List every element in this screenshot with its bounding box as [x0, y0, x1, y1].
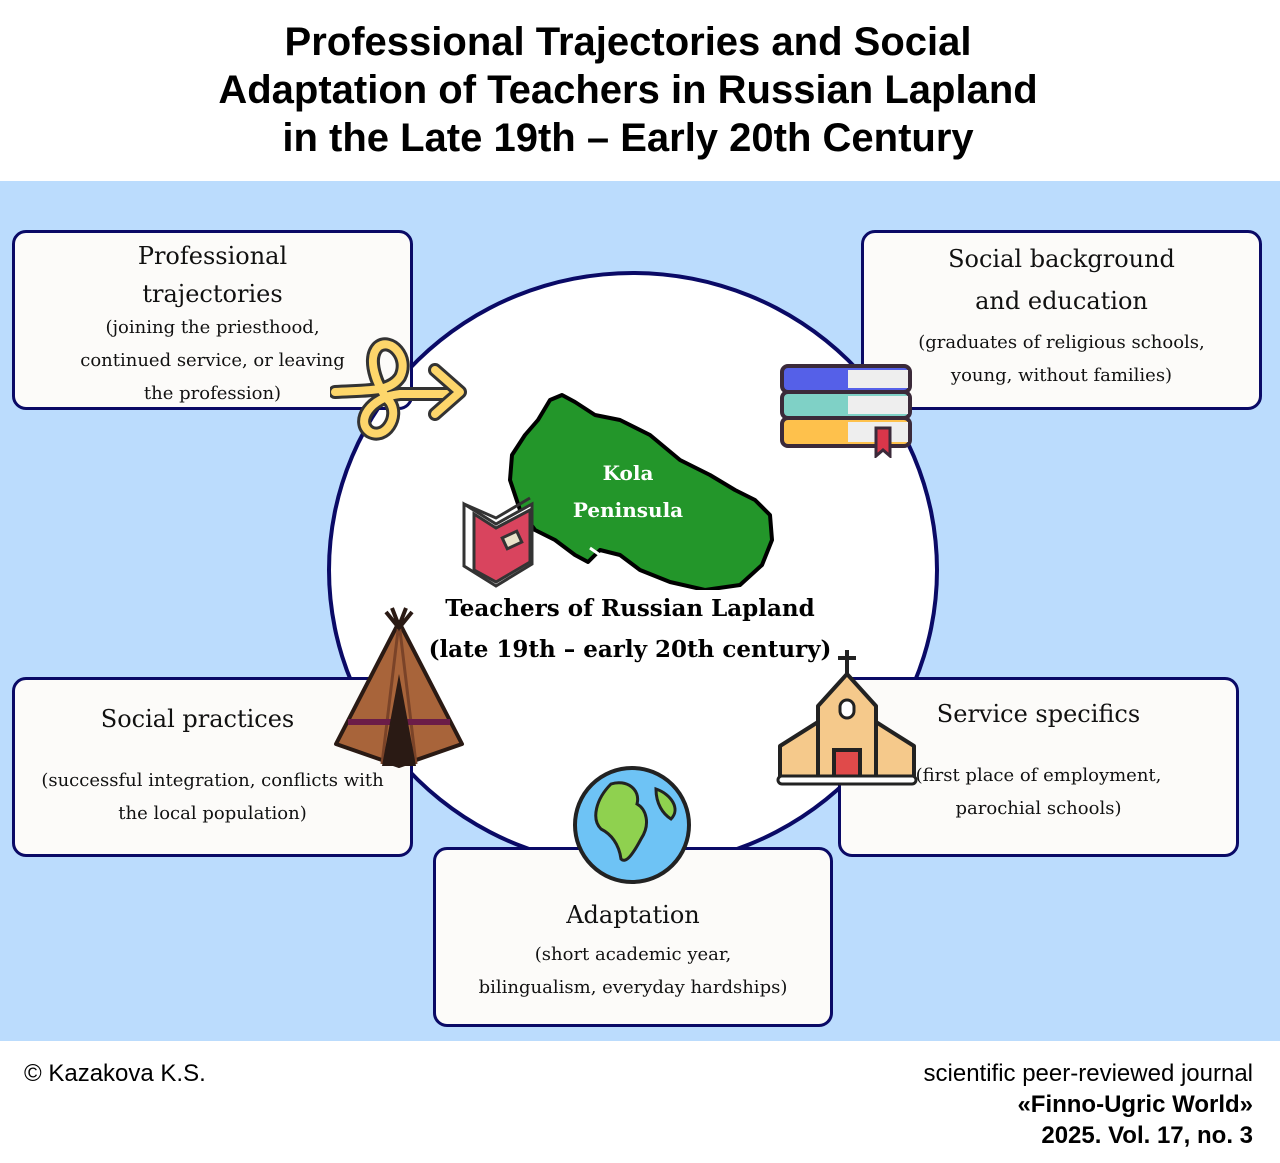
center-line-1: Teachers of Russian Lapland: [445, 595, 815, 622]
title-line: Adaptation of Teachers in Russian Laplan…: [218, 68, 1038, 112]
tipi-icon: [334, 607, 464, 768]
box-title: Adaptation: [566, 901, 700, 929]
box-subtitle: young, without families): [950, 365, 1173, 386]
map-label-peninsula: Peninsula: [573, 498, 683, 522]
page-title: Professional Trajectories and Social Ada…: [0, 18, 1256, 162]
box-subtitle: (graduates of religious schools,: [918, 332, 1205, 353]
box-social-practices: Social practices (successful integration…: [12, 677, 413, 857]
box-subtitle: (joining the priesthood,: [105, 317, 320, 338]
journal-description: scientific peer-reviewed journal: [923, 1060, 1253, 1087]
box-subtitle: the local population): [118, 803, 307, 824]
title-line: Professional Trajectories and Social: [284, 20, 972, 64]
box-title: trajectories: [142, 280, 283, 308]
box-title: Social practices: [100, 705, 295, 733]
box-title: Social background: [948, 245, 1175, 273]
church-icon: [776, 650, 918, 786]
journal-name: «Finno-Ugric World»: [1017, 1091, 1253, 1118]
curly-arrow-icon: [330, 337, 467, 441]
globe-icon: [573, 766, 691, 884]
book-icon: [462, 496, 534, 588]
center-label: Teachers of Russian Lapland (late 19th –…: [420, 588, 840, 670]
box-social-background: Social background and education (graduat…: [861, 230, 1262, 410]
box-title: and education: [975, 287, 1148, 315]
box-subtitle: the profession): [143, 383, 282, 404]
box-title: Professional: [137, 242, 288, 270]
box-subtitle: (short academic year,: [534, 944, 732, 965]
books-stack-icon: [780, 364, 912, 458]
box-subtitle: bilingualism, everyday hardships): [478, 977, 788, 998]
map-label-kola: Kola: [603, 461, 654, 485]
box-subtitle: parochial schools): [955, 798, 1122, 819]
box-subtitle: (first place of employment,: [915, 765, 1162, 786]
journal-info: scientific peer-reviewed journal «Finno-…: [924, 1058, 1253, 1151]
box-subtitle: continued service, or leaving: [80, 350, 345, 371]
journal-issue: 2025. Vol. 17, no. 3: [1041, 1122, 1253, 1149]
box-title: Service specifics: [936, 700, 1141, 728]
center-line-2: (late 19th – early 20th century): [428, 636, 832, 663]
box-subtitle: (successful integration, conflicts with: [41, 770, 384, 791]
box-professional-trajectories: Professional trajectories (joining the p…: [12, 230, 413, 410]
kola-peninsula-map: Kola Peninsula: [508, 393, 774, 590]
copyright: © Kazakova K.S.: [24, 1060, 206, 1087]
title-line: in the Late 19th – Early 20th Century: [282, 116, 974, 160]
